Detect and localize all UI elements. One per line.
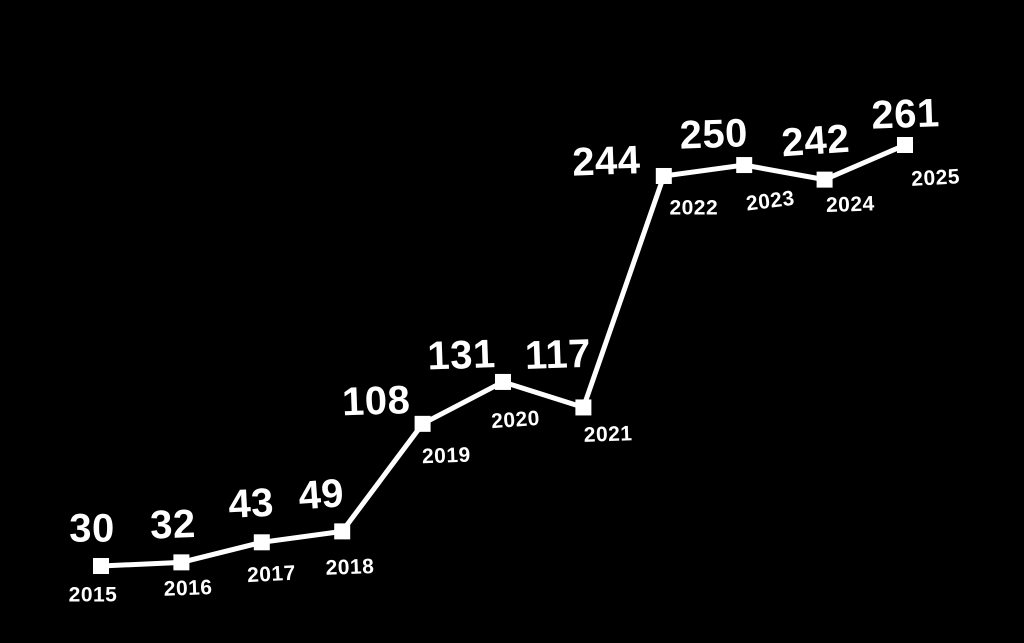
data-point-marker-2023 [736, 157, 753, 174]
year-label-2021: 2021 [583, 422, 632, 447]
value-label-2025: 261 [871, 91, 941, 137]
year-label-2018: 2018 [325, 555, 374, 580]
data-point-marker-2020 [495, 373, 511, 390]
year-label-2020: 2020 [490, 407, 540, 433]
year-label-2022: 2022 [669, 197, 718, 220]
value-label-2018: 49 [297, 471, 345, 518]
data-point-marker-2025 [897, 137, 913, 154]
data-point-marker-2017 [253, 534, 270, 551]
data-point-marker-2024 [816, 171, 833, 188]
value-label-2015: 30 [69, 506, 115, 550]
value-label-2017: 43 [227, 481, 275, 527]
year-label-2025: 2025 [911, 165, 961, 191]
data-point-marker-2015 [93, 558, 109, 574]
year-label-2016: 2016 [163, 576, 212, 601]
value-label-2024: 242 [780, 117, 851, 166]
data-point-marker-2016 [173, 554, 190, 571]
value-label-2022: 244 [571, 138, 641, 184]
year-label-2023: 2023 [745, 187, 796, 216]
data-point-marker-2019 [414, 415, 431, 432]
data-point-marker-2018 [334, 523, 351, 540]
year-label-2015: 2015 [69, 584, 118, 607]
year-label-2019: 2019 [422, 444, 471, 469]
value-label-2023: 250 [679, 111, 749, 157]
year-label-2017: 2017 [247, 562, 297, 588]
year-label-2024: 2024 [826, 192, 875, 217]
data-point-marker-2022 [655, 167, 672, 184]
value-label-2019: 108 [341, 378, 411, 424]
data-point-marker-2021 [575, 399, 592, 416]
value-label-2021: 117 [524, 332, 592, 378]
value-label-2016: 32 [149, 502, 196, 548]
value-label-2020: 131 [427, 332, 497, 378]
